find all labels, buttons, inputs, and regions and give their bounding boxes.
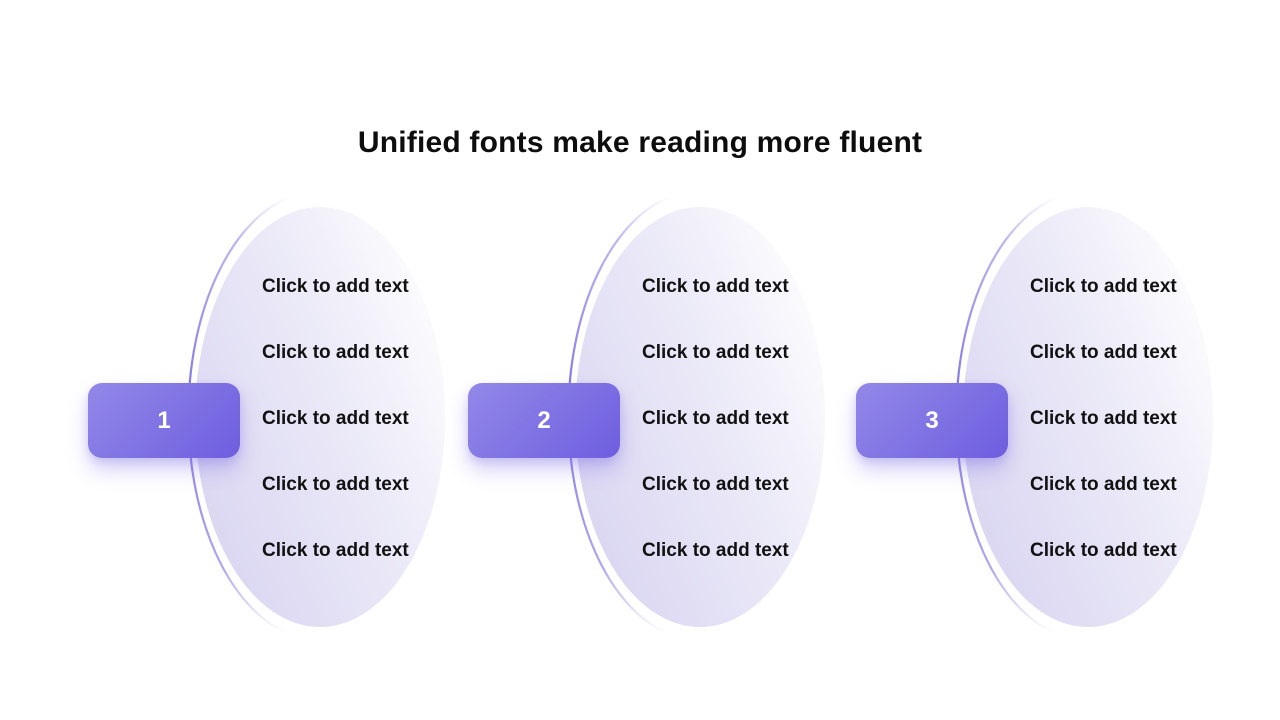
step-number: 2 [537, 406, 551, 434]
text-placeholder[interactable]: Click to add text [642, 540, 789, 561]
text-placeholder[interactable]: Click to add text [262, 540, 409, 561]
text-placeholder[interactable]: Click to add text [262, 474, 409, 495]
text-placeholder[interactable]: Click to add text [642, 408, 789, 429]
step-number-badge[interactable]: 1 [88, 383, 240, 458]
step-number: 1 [157, 406, 171, 434]
slide-title[interactable]: Unified fonts make reading more fluent [357, 126, 923, 159]
text-placeholder[interactable]: Click to add text [642, 342, 789, 363]
step-number-badge[interactable]: 2 [468, 383, 620, 458]
step-number: 3 [925, 406, 939, 434]
text-placeholder[interactable]: Click to add text [1030, 276, 1177, 297]
text-placeholder[interactable]: Click to add text [1030, 540, 1177, 561]
text-placeholder[interactable]: Click to add text [1030, 474, 1177, 495]
text-placeholder[interactable]: Click to add text [642, 474, 789, 495]
text-placeholder[interactable]: Click to add text [1030, 408, 1177, 429]
text-placeholder[interactable]: Click to add text [642, 276, 789, 297]
text-placeholder[interactable]: Click to add text [262, 276, 409, 297]
text-placeholder[interactable]: Click to add text [262, 342, 409, 363]
step-number-badge[interactable]: 3 [856, 383, 1008, 458]
text-placeholder[interactable]: Click to add text [1030, 342, 1177, 363]
text-placeholder[interactable]: Click to add text [262, 408, 409, 429]
